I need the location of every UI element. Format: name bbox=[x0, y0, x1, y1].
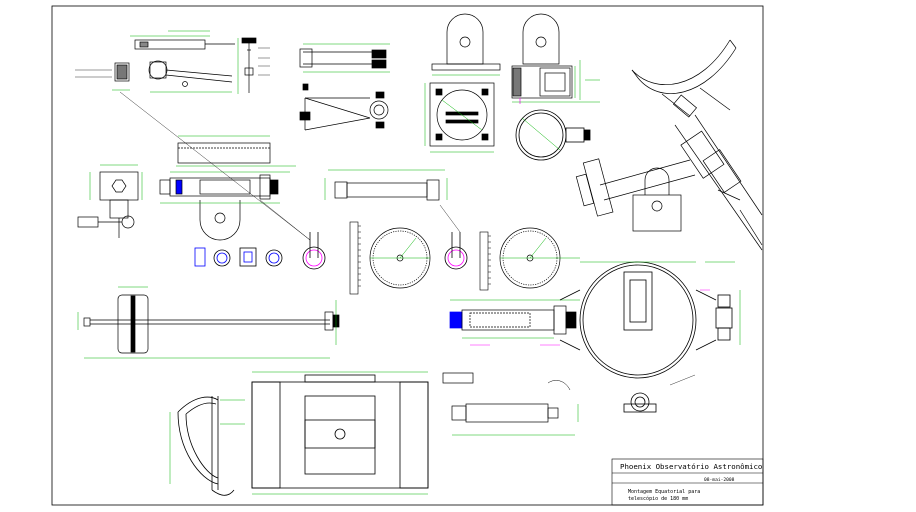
dimension-line bbox=[529, 237, 547, 259]
saddle-plate bbox=[251, 374, 429, 489]
dimension-line bbox=[441, 99, 483, 131]
sheet-border bbox=[51, 5, 764, 506]
pillow-block-side bbox=[511, 13, 573, 104]
leader-curve bbox=[547, 380, 571, 391]
declination-shaft bbox=[449, 305, 577, 335]
mini-pillow-block bbox=[623, 392, 657, 413]
bearing-shaft-plan bbox=[159, 142, 279, 241]
pipe-clamp bbox=[515, 109, 591, 161]
clamp-assembly-detail bbox=[114, 37, 257, 93]
dimension-line bbox=[521, 117, 561, 151]
title-block-observatory: Phoenix Observatório Astronômico bbox=[620, 462, 762, 471]
leader-line bbox=[439, 204, 461, 233]
clamp-dimensions bbox=[112, 30, 239, 94]
spring-clip bbox=[302, 232, 468, 270]
title-block-description-line2: telescópio de 180 mm bbox=[628, 495, 688, 502]
cradle-side-view bbox=[177, 396, 235, 496]
title-block-description-line1: Montagem Equatorial para bbox=[628, 489, 700, 495]
leader-line bbox=[669, 374, 696, 386]
bottom-shaft bbox=[451, 403, 559, 423]
dimension-line bbox=[399, 237, 417, 259]
equatorial-mount-assembly bbox=[575, 39, 763, 251]
pillow-block-front bbox=[431, 13, 501, 71]
gear-rack bbox=[349, 221, 491, 295]
tripod-clamp bbox=[299, 83, 389, 131]
shaft-with-knob bbox=[334, 179, 440, 201]
title-block-date: 08-mai-2008 bbox=[704, 477, 735, 483]
title-block bbox=[611, 458, 764, 506]
long-rod-assembly bbox=[83, 294, 340, 354]
fork-arm-top bbox=[299, 48, 387, 69]
bearing-block-side bbox=[77, 171, 139, 238]
tube-ring-front bbox=[559, 261, 733, 379]
small-parts-row bbox=[194, 247, 283, 267]
leader-line bbox=[119, 91, 311, 241]
small-plate-part bbox=[442, 372, 474, 384]
leader-line bbox=[259, 199, 311, 241]
base-plate-top-view bbox=[429, 82, 495, 147]
